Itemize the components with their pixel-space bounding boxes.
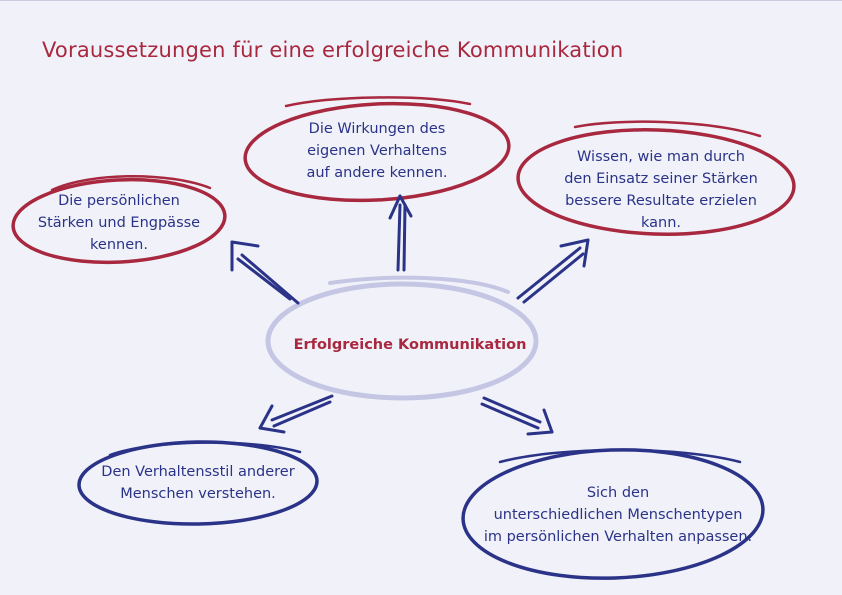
node-top-right-line: bessere Resultate erzielen	[565, 193, 757, 209]
node-top-left-line: Stärken und Engpässe	[37, 215, 201, 231]
bottom-right-ellipse	[461, 448, 765, 580]
top-center-ellipse	[243, 96, 511, 203]
node-bottom-left-line: Menschen verstehen.	[120, 486, 276, 502]
bottom-left-ellipse	[77, 440, 319, 526]
top-right-ellipse	[516, 120, 796, 236]
node-top-center-line: eigenen Verhaltens	[307, 143, 447, 159]
node-top-right-line: den Einsatz seiner Stärken	[564, 171, 758, 187]
top-left-ellipse	[11, 175, 227, 265]
arrow-to-top-right	[516, 238, 590, 304]
node-bottom-right-line: unterschiedlichen Menschentypen	[493, 507, 743, 523]
node-top-left-line: kennen.	[90, 237, 148, 253]
center-node-label: Erfolgreiche Kommunikation	[293, 337, 527, 353]
arrow-to-bottom-right	[480, 396, 554, 436]
arrow-to-bottom-left	[258, 394, 334, 434]
diagram-title: Voraussetzungen für eine erfolgreiche Ko…	[42, 38, 624, 62]
node-bottom-right: Sich den unterschiedlichen Menschentypen…	[468, 482, 768, 548]
center-ellipse	[265, 275, 539, 401]
node-top-center-line: Die Wirkungen des	[308, 121, 446, 137]
node-bottom-right-line: Sich den	[586, 485, 650, 501]
node-top-right: Wissen, wie man durch den Einsatz seiner…	[541, 146, 781, 234]
node-bottom-left: Den Verhaltensstil anderer Menschen vers…	[88, 461, 308, 505]
arrow-to-top-left	[230, 240, 300, 305]
node-top-right-line: Wissen, wie man durch	[577, 149, 745, 165]
arrow-to-top-center	[388, 194, 413, 272]
node-top-left-line: Die persönlichen	[58, 193, 180, 209]
node-bottom-left-line: Den Verhaltensstil anderer	[101, 464, 295, 480]
node-top-right-line: kann.	[640, 215, 682, 231]
node-top-center-line: auf andere kennen.	[306, 165, 448, 181]
node-top-center: Die Wirkungen des eigenen Verhaltens auf…	[272, 118, 482, 184]
node-bottom-right-line: im persönlichen Verhalten anpassen.	[483, 529, 753, 545]
node-top-left: Die persönlichen Stärken und Engpässe ke…	[19, 190, 219, 256]
top-border	[0, 0, 842, 1]
